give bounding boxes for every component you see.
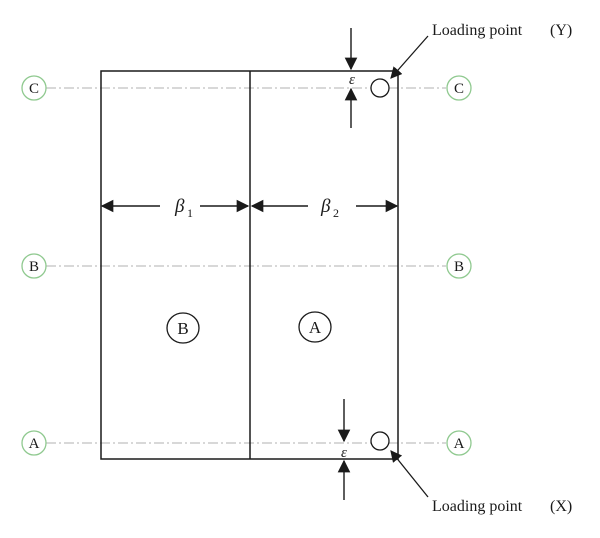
grid-marker-c-right — [446, 75, 472, 101]
grid-markers-left: C B A — [21, 75, 47, 456]
zone-b-label: B — [177, 319, 188, 338]
zone-labels: B A — [166, 311, 332, 344]
grid-marker-b-right-label: B — [454, 259, 464, 275]
loading-point-x-tag: (X) — [550, 498, 572, 515]
grid-marker-a-left — [21, 430, 47, 456]
zone-b-marker — [166, 312, 200, 344]
zone-a-marker — [298, 311, 332, 343]
loading-point-y-leader — [390, 35, 429, 79]
zone-a-label: A — [309, 318, 322, 337]
grid-marker-a-right — [446, 430, 472, 456]
grid-marker-c-left-label: C — [29, 81, 39, 97]
grid-marker-b-right — [446, 253, 472, 279]
loading-point-y-tag: (Y) — [550, 22, 572, 39]
grid-marker-b-left — [21, 253, 47, 279]
loading-point-y-label: Loading point — [432, 22, 523, 39]
ecc-bottom-symbol: ε — [341, 445, 347, 461]
loading-point-x-marker — [370, 431, 390, 451]
loading-point-x-leader — [390, 450, 429, 498]
plan-outline — [100, 70, 399, 460]
grid-marker-c-left — [21, 75, 47, 101]
beta1-subscript: 1 — [187, 206, 193, 220]
beta1-symbol: β — [174, 196, 185, 217]
loading-point-y-marker — [370, 78, 390, 98]
grid-marker-b-left-label: B — [29, 259, 39, 275]
gridlines — [46, 87, 446, 444]
grid-marker-a-left-label: A — [29, 436, 40, 452]
beta2-symbol: β — [320, 196, 331, 217]
beta2-subscript: 2 — [333, 206, 339, 220]
grid-marker-a-right-label: A — [454, 436, 465, 452]
grid-markers-right: C B A — [446, 75, 472, 456]
loading-point-x-label: Loading point — [432, 498, 523, 515]
grid-marker-c-right-label: C — [454, 81, 464, 97]
ecc-top-symbol: ε — [349, 72, 355, 88]
